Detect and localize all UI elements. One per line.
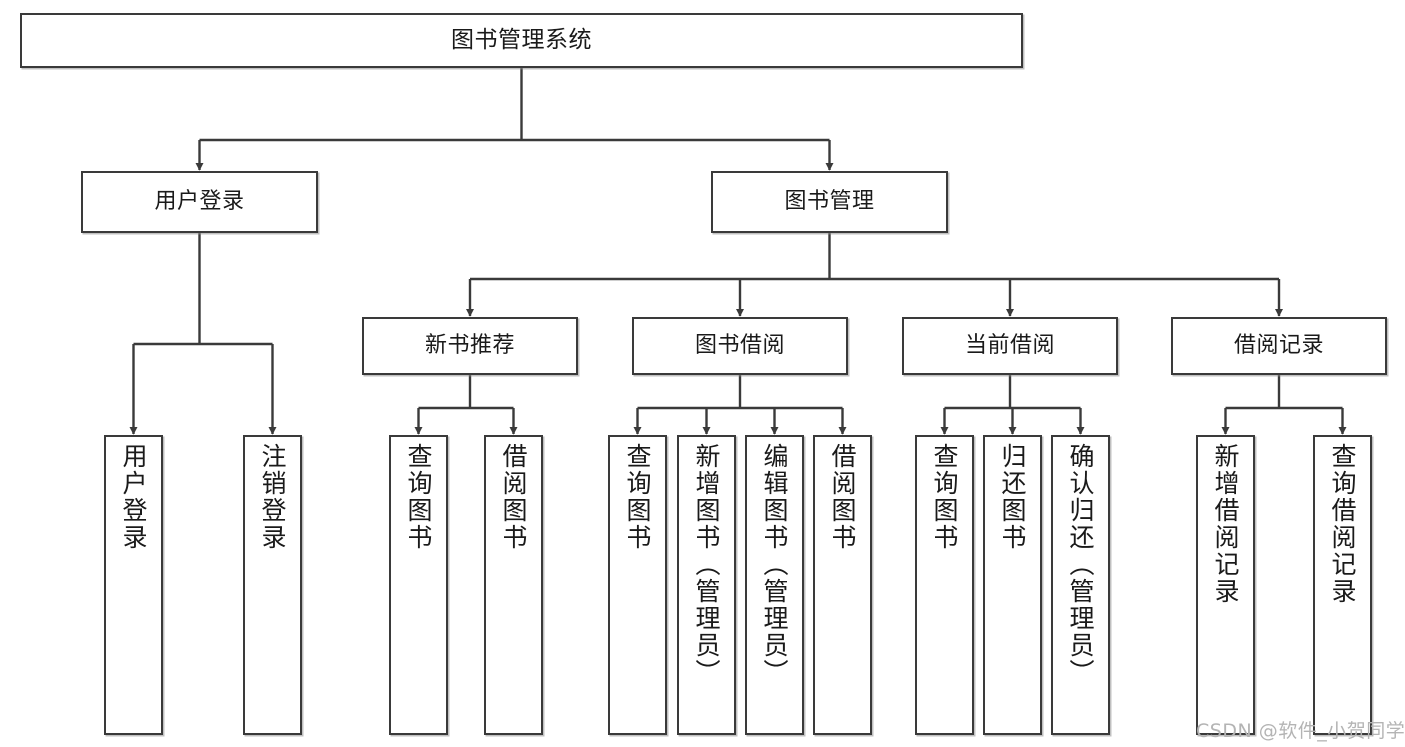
node-leaf-confirm-return: 确认归还（管理员） [1051, 435, 1110, 735]
node-label: 图书管理 [784, 188, 875, 214]
node-label: 查询图书 [623, 443, 652, 551]
node-leaf-borrow-book-1: 借阅图书 [484, 435, 543, 735]
node-root: 图书管理系统 [20, 13, 1023, 68]
node-current-borrow: 当前借阅 [902, 317, 1118, 375]
node-leaf-user-logout: 注销登录 [243, 435, 302, 735]
watermark-text: CSDN @软件_小贺同学 [1196, 720, 1405, 742]
node-label: 借阅图书 [499, 443, 528, 551]
node-label: 新增图书（管理员） [692, 443, 721, 686]
node-leaf-query-book-3: 查询图书 [915, 435, 974, 735]
node-label: 借阅记录 [1233, 332, 1324, 358]
node-borrow-record: 借阅记录 [1171, 317, 1387, 375]
node-leaf-borrow-book-2: 借阅图书 [813, 435, 872, 735]
node-book-borrow: 图书借阅 [632, 317, 848, 375]
node-label: 查询借阅记录 [1328, 443, 1357, 605]
node-label: 确认归还（管理员） [1066, 443, 1095, 686]
node-label: 查询图书 [404, 443, 433, 551]
node-leaf-user-login: 用户登录 [104, 435, 163, 735]
node-label: 当前借阅 [964, 332, 1055, 358]
node-label: 用户登录 [154, 188, 245, 214]
node-label: 借阅图书 [828, 443, 857, 551]
node-label: 查询图书 [930, 443, 959, 551]
node-leaf-query-book-1: 查询图书 [389, 435, 448, 735]
node-leaf-add-record: 新增借阅记录 [1196, 435, 1255, 735]
node-user-login: 用户登录 [81, 171, 318, 233]
node-leaf-add-book: 新增图书（管理员） [677, 435, 736, 735]
node-label: 图书管理系统 [451, 26, 592, 53]
node-label: 用户登录 [119, 443, 148, 551]
node-label: 新书推荐 [424, 332, 515, 358]
node-book-manage: 图书管理 [711, 171, 948, 233]
node-leaf-return-book: 归还图书 [983, 435, 1042, 735]
node-label: 归还图书 [998, 443, 1027, 551]
node-new-book-rec: 新书推荐 [362, 317, 578, 375]
node-label: 注销登录 [258, 443, 287, 551]
node-label: 编辑图书（管理员） [760, 443, 789, 686]
node-leaf-query-record: 查询借阅记录 [1313, 435, 1372, 735]
node-leaf-query-book-2: 查询图书 [608, 435, 667, 735]
node-leaf-edit-book: 编辑图书（管理员） [745, 435, 804, 735]
node-label: 新增借阅记录 [1211, 443, 1240, 605]
node-label: 图书借阅 [694, 332, 785, 358]
